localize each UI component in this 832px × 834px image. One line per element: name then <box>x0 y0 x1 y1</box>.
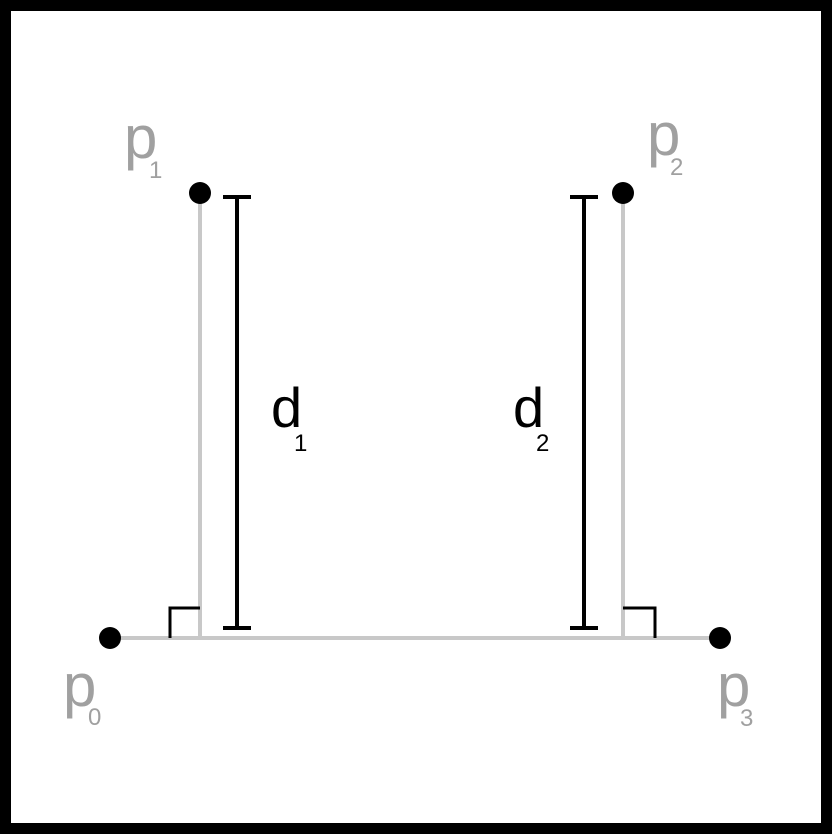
label-p1-sub: 1 <box>149 157 162 184</box>
point-p1 <box>189 182 211 204</box>
label-p0: p <box>63 652 96 719</box>
label-p1: p <box>124 104 157 171</box>
label-d2: d <box>513 376 544 439</box>
label-p3: p <box>717 652 750 719</box>
distance-bar-d2 <box>570 195 598 630</box>
distance-bar-d1 <box>223 195 251 630</box>
label-p2: p <box>647 101 680 168</box>
label-d2-sub: 2 <box>536 430 549 457</box>
point-p3 <box>709 627 731 649</box>
label-d1-sub: 1 <box>294 430 307 457</box>
label-p3-sub: 3 <box>740 705 753 732</box>
label-p0-sub: 0 <box>88 704 101 731</box>
label-p2-sub: 2 <box>670 154 683 181</box>
right-angle-marker-left <box>168 606 200 638</box>
point-p2 <box>612 182 634 204</box>
label-d1: d <box>271 376 302 439</box>
right-angle-marker-right <box>623 606 657 638</box>
point-p0 <box>99 627 121 649</box>
